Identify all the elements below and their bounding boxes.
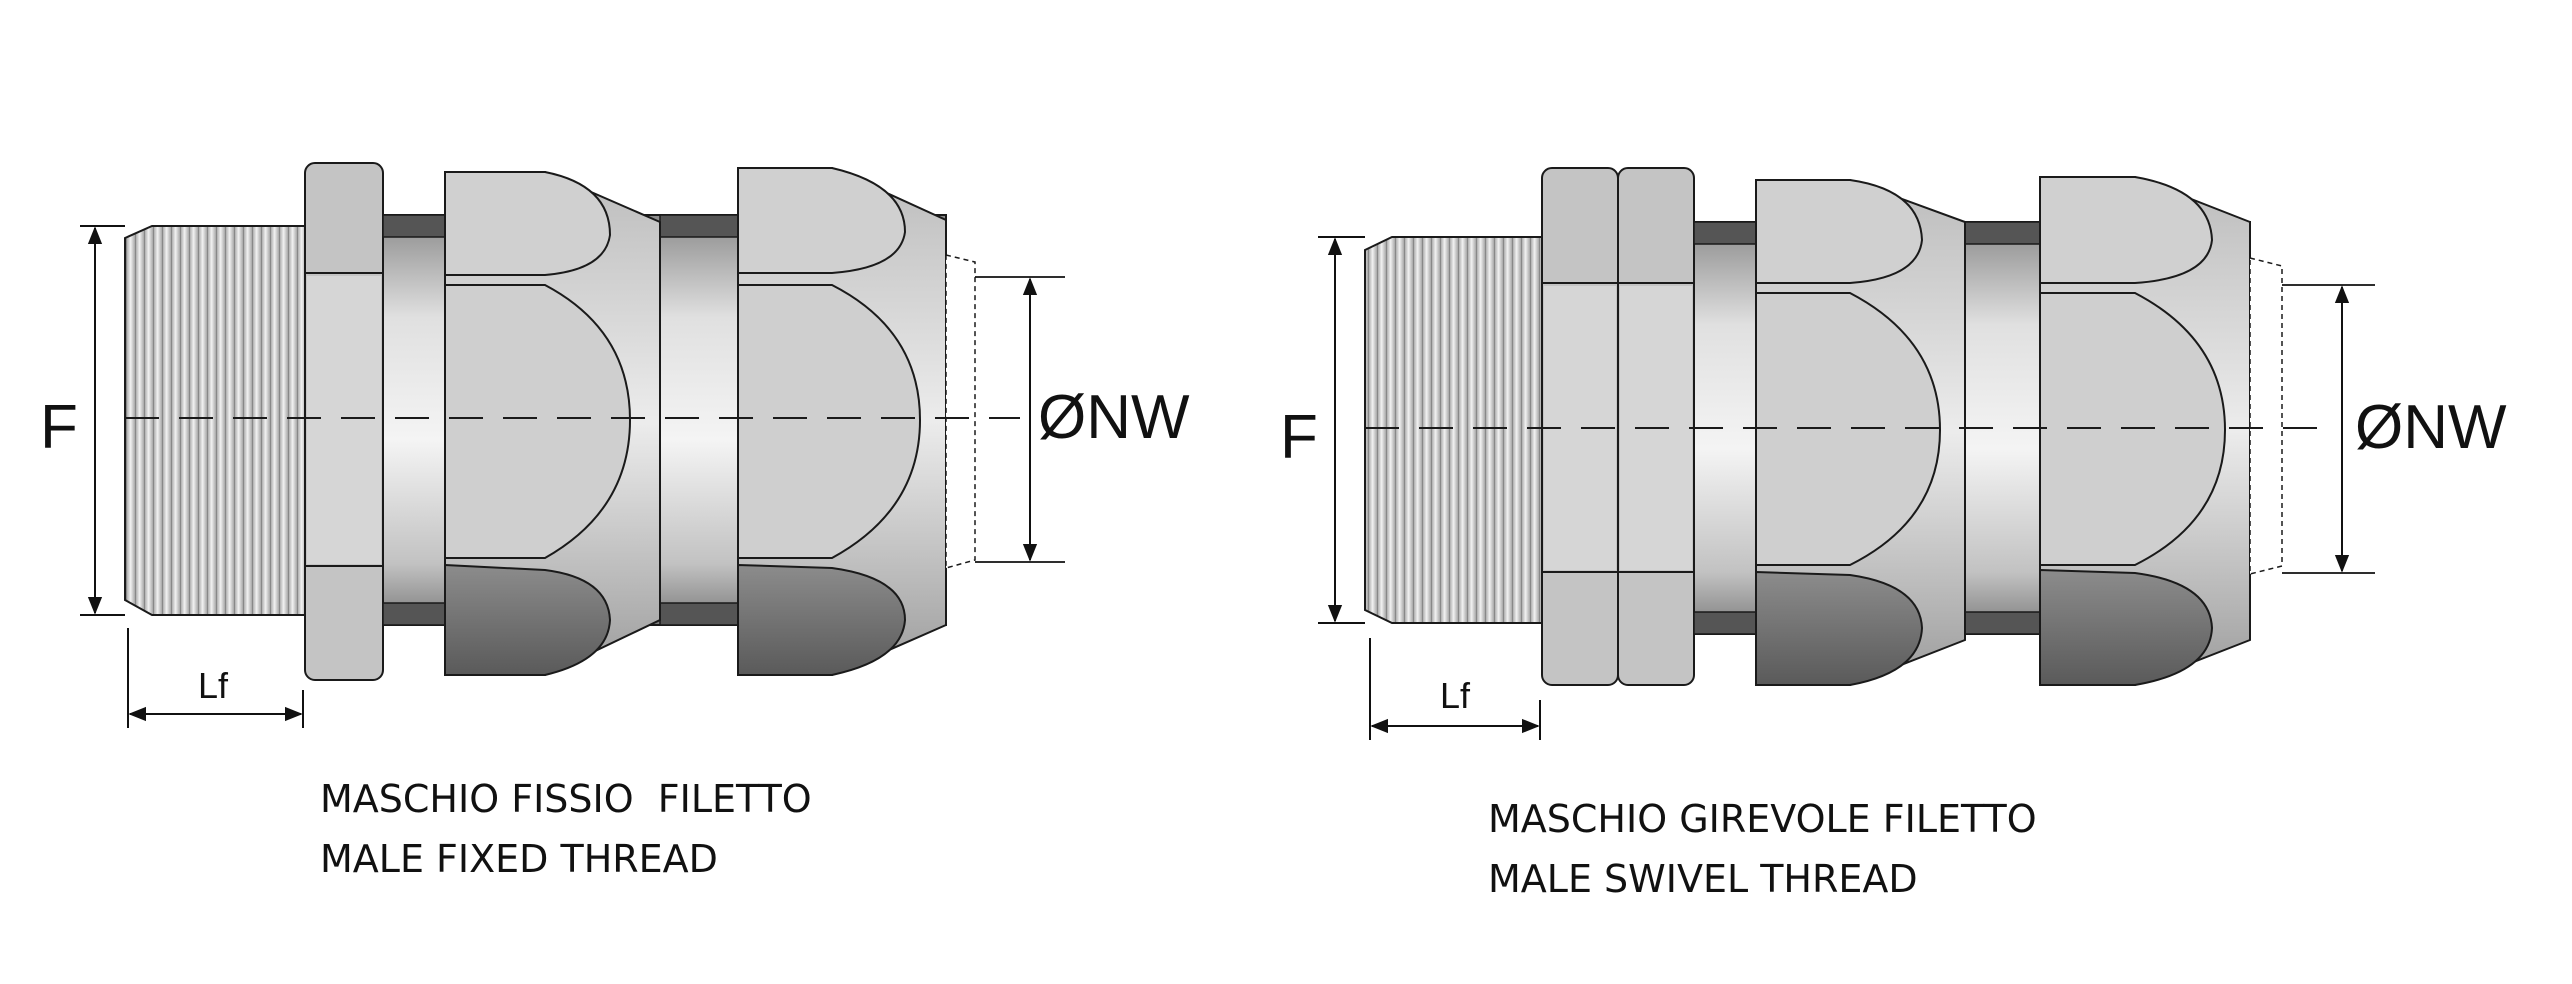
clamp-cone-2 [737,167,947,676]
f-label: F [40,393,78,462]
lf-dimension: Lf [127,628,304,728]
nw-label: ØNW [1038,383,1190,452]
f-dimension: F [40,225,125,616]
clamp-cone-2 [2039,176,2251,686]
nw-dimension: ØNW [2282,284,2507,574]
swivel-fitting-diagram: F ØNW Lf MASCHIO GIREVOLE FILETTO MALE S… [1280,167,2507,901]
nw-label: ØNW [2355,393,2507,462]
fixed-fitting-diagram: F ØNW Lf MASCHIO FISSIO FILETTO MALE FIX… [40,162,1190,881]
lf-label: Lf [1440,675,1471,716]
clamp-cone-1 [444,171,661,676]
lf-dimension: Lf [1369,638,1541,740]
caption-english: MALE SWIVEL THREAD [1488,857,1918,901]
swivel-hex-nut-2 [1617,167,1695,686]
f-label: F [1280,403,1318,472]
swivel-hex-nut-1 [1541,167,1619,686]
caption-italian: MASCHIO GIREVOLE FILETTO [1488,797,2037,841]
nw-dimension: ØNW [975,276,1190,563]
male-thread [1364,236,1543,624]
lf-label: Lf [198,665,229,706]
caption-italian: MASCHIO FISSIO FILETTO [320,777,812,821]
hex-nut [304,162,384,681]
caption-english: MALE FIXED THREAD [320,837,718,881]
male-thread [124,225,306,616]
f-dimension: F [1280,236,1365,624]
tube-collar [2249,257,2283,575]
clamp-cone-1 [1755,179,1966,686]
tube-collar [945,254,976,569]
